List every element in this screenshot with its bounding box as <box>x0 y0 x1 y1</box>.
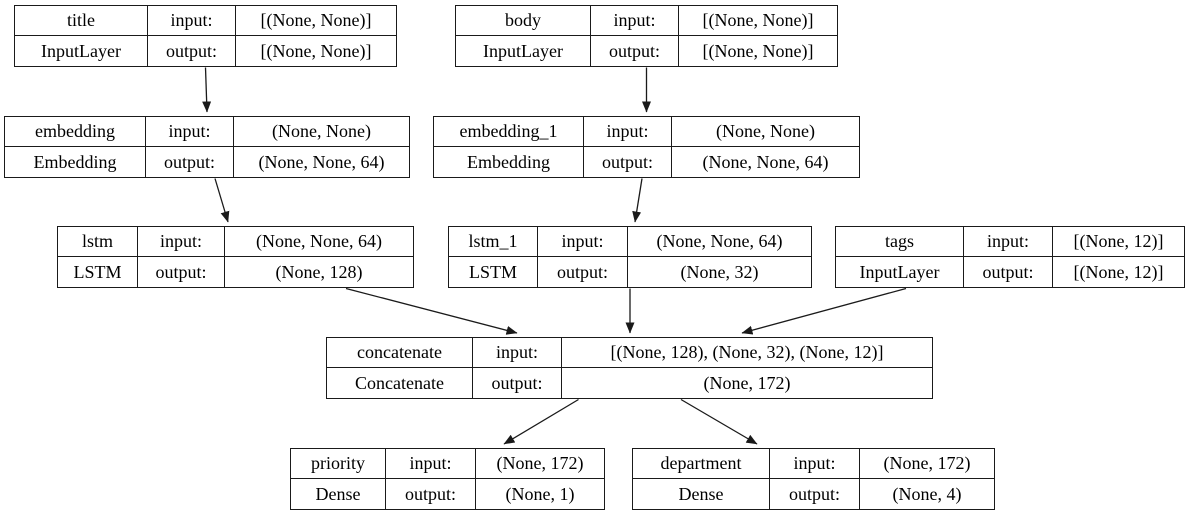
output-shape: (None, 4) <box>892 483 962 504</box>
input-shape: (None, None) <box>672 117 859 147</box>
layer-class: Embedding <box>434 147 584 177</box>
input-label: input: <box>591 6 679 36</box>
output-label: output: <box>473 368 562 398</box>
input-label: input: <box>538 227 628 257</box>
layer-name: tags <box>836 227 964 257</box>
output-label: output: <box>148 36 236 66</box>
layer-name: priority <box>291 449 386 479</box>
input-shape: [(None, 12)] <box>1053 227 1184 257</box>
edge-embedding_1-lstm_1 <box>632 178 643 223</box>
layer-class: Dense <box>291 479 386 509</box>
output-shape: (None, 128) <box>275 261 363 282</box>
input-shape: [(None, 128), (None, 32), (None, 12)] <box>562 338 932 368</box>
layer-name: title <box>15 6 148 36</box>
output-shape: [(None, None)] <box>702 40 814 61</box>
layer-name: embedding <box>5 117 146 147</box>
input-shape: (None, 172) <box>476 449 604 479</box>
layer-name: concatenate <box>327 338 473 368</box>
output-label: output: <box>964 257 1053 287</box>
input-label: input: <box>770 449 860 479</box>
input-label: input: <box>146 117 234 147</box>
input-shape: (None, None, 64) <box>628 227 811 257</box>
output-label: output: <box>584 147 672 177</box>
input-label: input: <box>148 6 236 36</box>
edge-lstm-concatenate <box>345 287 518 335</box>
input-label: input: <box>473 338 562 368</box>
output-label: output: <box>770 479 860 509</box>
output-label: output: <box>538 257 628 287</box>
output-shape: (None, None, 64) <box>702 151 829 172</box>
input-label: input: <box>584 117 672 147</box>
output-label: output: <box>146 147 234 177</box>
layer-name: lstm_1 <box>449 227 538 257</box>
input-label: input: <box>386 449 476 479</box>
layer-name: lstm <box>58 227 138 257</box>
output-shape: (None, None, 64) <box>258 151 385 172</box>
output-shape: [(None, None)] <box>260 40 372 61</box>
layer-class: LSTM <box>58 257 138 287</box>
input-shape: (None, None, 64) <box>225 227 413 257</box>
input-shape: [(None, None)] <box>236 6 396 36</box>
input-label: input: <box>138 227 225 257</box>
input-shape: (None, 172) <box>860 449 994 479</box>
input-shape: [(None, None)] <box>679 6 837 36</box>
edge-concatenate-department <box>680 398 758 445</box>
layer-class: InputLayer <box>15 36 148 66</box>
layer-name: department <box>633 449 770 479</box>
output-shape: (None, 172) <box>703 372 791 393</box>
edge-title-embedding <box>202 67 212 113</box>
layer-class: Embedding <box>5 147 146 177</box>
layer-class: InputLayer <box>836 257 964 287</box>
edge-tags-concatenate <box>741 287 907 335</box>
input-shape: (None, None) <box>234 117 409 147</box>
output-shape: (None, 32) <box>680 261 759 282</box>
layer-class: Dense <box>633 479 770 509</box>
layer-class: LSTM <box>449 257 538 287</box>
output-shape: (None, 1) <box>505 483 575 504</box>
output-label: output: <box>138 257 225 287</box>
output-label: output: <box>591 36 679 66</box>
layer-class: InputLayer <box>456 36 591 66</box>
layer-name: body <box>456 6 591 36</box>
output-shape: [(None, 12)] <box>1073 261 1164 282</box>
output-label: output: <box>386 479 476 509</box>
layer-name: embedding_1 <box>434 117 584 147</box>
layer-class: Concatenate <box>327 368 473 398</box>
edge-embedding-lstm <box>214 178 230 223</box>
input-label: input: <box>964 227 1053 257</box>
edge-concatenate-priority <box>503 398 579 445</box>
